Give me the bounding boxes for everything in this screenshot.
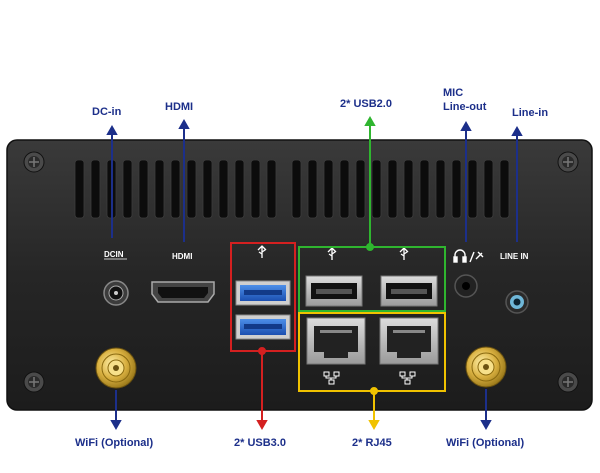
vent-slot xyxy=(234,159,245,219)
usb3-anchor-dot xyxy=(258,347,266,355)
vent-slot xyxy=(202,159,213,219)
vent-slot xyxy=(266,159,277,219)
vent-slot xyxy=(307,159,318,219)
usb3-port xyxy=(235,314,291,340)
arrow-up-icon xyxy=(364,115,376,126)
ventilation-grille xyxy=(74,159,510,219)
rj45-anchor-dot xyxy=(370,387,378,395)
vent-slot xyxy=(483,159,494,219)
arrow-up-icon xyxy=(106,124,118,135)
arrow-up-icon xyxy=(460,120,472,131)
callout-usb2: 2* USB2.0 xyxy=(340,98,392,110)
vent-slot xyxy=(250,159,261,219)
callout-mic: MIC xyxy=(443,87,464,99)
vent-slot xyxy=(419,159,430,219)
arrow-up-icon xyxy=(511,125,523,136)
line-out-mic-jack xyxy=(454,274,478,298)
callout-line-out: Line-out xyxy=(443,101,487,113)
usb2-port xyxy=(305,275,363,307)
screw-icon xyxy=(557,151,579,173)
usb3-port xyxy=(235,280,291,306)
panel-label-hdmi: HDMI xyxy=(172,252,192,261)
vent-slot xyxy=(371,159,382,219)
wifi-antenna-connector xyxy=(95,347,137,389)
rj45-port xyxy=(306,317,366,365)
callout-dc-in: DC-in xyxy=(92,106,122,118)
vent-slot xyxy=(467,159,478,219)
callout-wifi-right: WiFi (Optional) xyxy=(446,437,525,449)
vent-slot xyxy=(74,159,85,219)
vent-slot xyxy=(218,159,229,219)
vent-slot xyxy=(451,159,462,219)
dc-in-jack xyxy=(103,280,129,306)
vent-slot xyxy=(339,159,350,219)
vent-slot xyxy=(291,159,302,219)
callout-rj45: 2* RJ45 xyxy=(352,437,392,449)
screw-icon xyxy=(23,151,45,173)
arrow-down-icon xyxy=(368,420,380,431)
vent-slot xyxy=(387,159,398,219)
arrow-down-icon xyxy=(256,420,268,431)
vent-slot xyxy=(355,159,366,219)
line-in-jack xyxy=(505,290,529,314)
wifi-antenna-connector xyxy=(465,346,507,388)
vent-slot xyxy=(154,159,165,219)
callout-usb3: 2* USB3.0 xyxy=(234,437,286,449)
network-icon xyxy=(323,371,340,385)
vent-slot xyxy=(499,159,510,219)
screw-icon xyxy=(557,371,579,393)
vent-slot xyxy=(323,159,334,219)
screw-icon xyxy=(23,371,45,393)
callout-wifi-left: WiFi (Optional) xyxy=(75,437,154,449)
usb2-anchor-dot xyxy=(366,243,374,251)
vent-slot xyxy=(435,159,446,219)
vent-slot xyxy=(138,159,149,219)
rj45-port xyxy=(379,317,439,365)
vent-slot xyxy=(170,159,181,219)
hdmi-port xyxy=(151,281,215,303)
arrow-up-icon xyxy=(178,118,190,129)
panel-label-dcin: DCIN xyxy=(104,250,124,259)
vent-slot xyxy=(403,159,414,219)
arrow-down-icon xyxy=(110,420,122,431)
vent-slot xyxy=(122,159,133,219)
vent-slot xyxy=(90,159,101,219)
panel-label-line-in: LINE IN xyxy=(500,252,529,261)
vent-slot xyxy=(186,159,197,219)
callout-hdmi: HDMI xyxy=(165,101,194,113)
callout-line-in: Line-in xyxy=(512,107,549,119)
arrow-down-icon xyxy=(480,420,492,431)
usb-symbol-icon xyxy=(257,245,267,258)
headphone-mic-icon xyxy=(453,249,484,263)
usb2-port xyxy=(380,275,438,307)
network-icon xyxy=(399,371,416,385)
